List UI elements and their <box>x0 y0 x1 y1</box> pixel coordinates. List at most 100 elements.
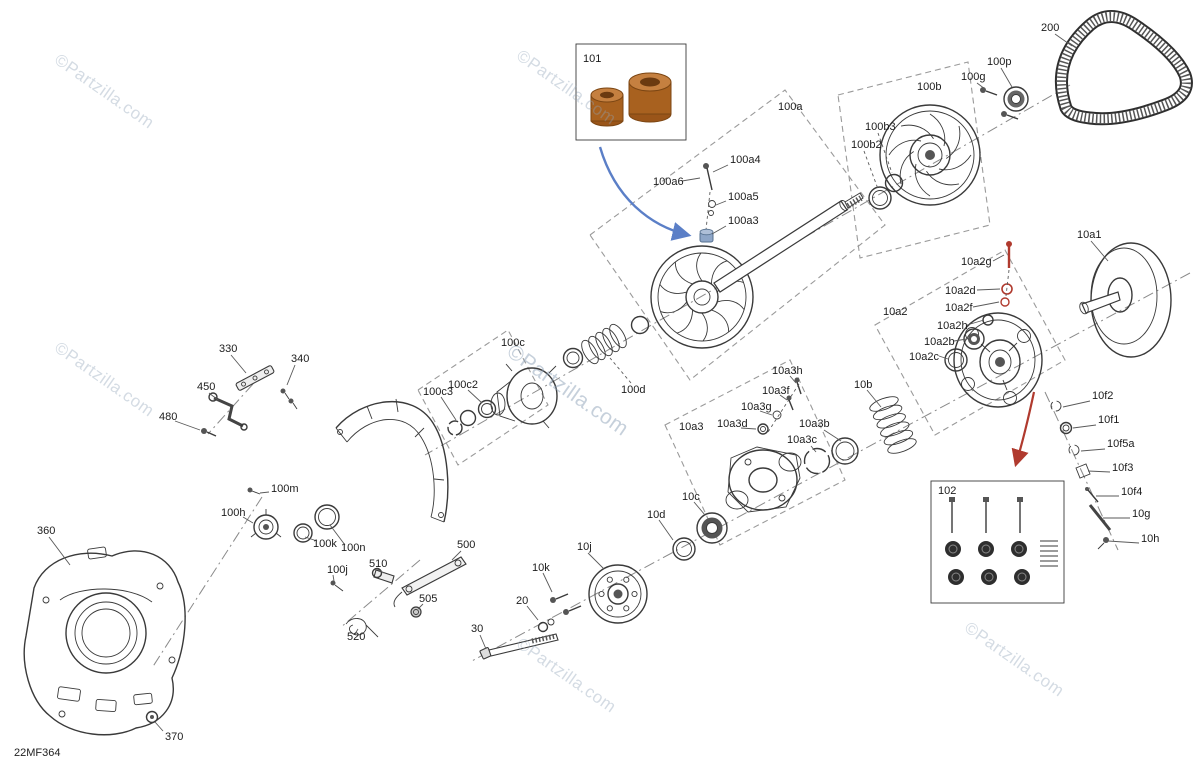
bolts-10k <box>550 593 582 615</box>
part-label-10h: 10h <box>1141 533 1159 545</box>
leader-line-10f5a <box>1080 448 1106 452</box>
part-label-10f1: 10f1 <box>1098 414 1119 426</box>
part-label-100b3: 100b3 <box>865 121 896 133</box>
leader-line-100p <box>1000 67 1013 88</box>
part-label-30: 30 <box>471 623 483 635</box>
part-label-505: 505 <box>419 593 437 605</box>
rings-100b2-100b3 <box>868 173 904 210</box>
part-label-10a3b: 10a3b <box>799 418 830 430</box>
kit-rollers <box>945 541 1030 585</box>
part-label-10a2g: 10a2g <box>961 256 992 268</box>
leader-line-100k <box>304 536 318 542</box>
nut-505 <box>410 606 422 618</box>
bearing-10c <box>696 512 728 544</box>
leader-line-505 <box>417 603 424 610</box>
part-label-101: 101 <box>583 53 601 65</box>
part-label-10a3h: 10a3h <box>772 365 803 377</box>
part-label-100a: 100a <box>778 101 803 113</box>
leader-line-10f2 <box>1062 400 1091 408</box>
part-label-10a3c: 10a3c <box>787 434 817 446</box>
part-label-10a3d: 10a3d <box>717 418 748 430</box>
leader-line-100a3 <box>711 225 727 235</box>
spring-10b <box>869 396 917 454</box>
part-label-500: 500 <box>457 539 475 551</box>
part-label-100h: 100h <box>221 507 245 519</box>
bolt-30 <box>479 633 559 660</box>
leader-line-450 <box>208 392 219 401</box>
leader-line-100n <box>329 524 346 546</box>
leader-line-10a3d <box>740 427 757 430</box>
roller-set <box>590 72 672 127</box>
secondary-fixed-sheave-10a1 <box>1079 242 1172 358</box>
leader-line-510 <box>376 568 385 574</box>
bolt-100j <box>330 580 344 592</box>
ring-100k <box>293 523 313 543</box>
part-label-450: 450 <box>197 381 215 393</box>
leader-line-330 <box>230 354 247 374</box>
leader-line-100c3 <box>440 396 457 421</box>
inset-box-101 <box>575 43 687 141</box>
leader-line-10a3b <box>823 429 842 442</box>
part-label-100a6: 100a6 <box>653 176 684 188</box>
stud-510 <box>371 567 395 584</box>
part-label-10a1: 10a1 <box>1077 229 1101 241</box>
kit-box-102 <box>930 480 1065 604</box>
bolt-480 <box>201 428 217 437</box>
washers-20 <box>537 618 555 633</box>
part-label-10j: 10j <box>577 541 592 553</box>
leader-line-30 <box>479 634 487 650</box>
part-label-10a2d: 10a2d <box>945 285 976 297</box>
rings-100c <box>447 399 497 436</box>
part-label-10f3: 10f3 <box>1112 462 1133 474</box>
leader-line-10a1 <box>1090 240 1109 262</box>
leader-line-100a4 <box>712 164 729 173</box>
springs-100d <box>562 315 650 369</box>
kit-shims <box>1040 540 1058 567</box>
fixed-sheave-100a <box>650 245 754 349</box>
leader-line-370 <box>154 721 164 732</box>
hardware-10a3 <box>757 377 802 435</box>
leader-line-200 <box>1054 33 1073 47</box>
part-label-200: 200 <box>1041 22 1059 34</box>
part-label-100a3: 100a3 <box>728 215 759 227</box>
part-label-20: 20 <box>516 595 528 607</box>
leader-line-10a3c <box>810 445 817 453</box>
group-boxes <box>417 61 1066 546</box>
guard-300 <box>335 398 449 523</box>
part-label-10a2b: 10a2b <box>924 336 955 348</box>
leader-line-100g <box>976 82 986 90</box>
leader-line-10a2d <box>976 288 1001 291</box>
hardware-10a2-red <box>1000 241 1013 307</box>
lever-500 <box>393 556 467 608</box>
leader-line-10a2f <box>972 301 1000 308</box>
part-label-10a3g: 10a3g <box>741 401 772 413</box>
leader-line-340 <box>286 364 296 386</box>
leader-line-10a3f <box>779 394 788 401</box>
leader-line-100j <box>332 574 335 582</box>
leader-line-10c <box>693 501 706 516</box>
leader-line-480 <box>174 420 201 431</box>
rings-10a3 <box>803 437 859 475</box>
governor-cup-100c <box>490 363 558 429</box>
part-label-10f2: 10f2 <box>1092 390 1113 402</box>
drive-belt <box>1054 10 1193 126</box>
part-label-10f5a: 10f5a <box>1107 438 1135 450</box>
bolts-340 <box>280 388 298 410</box>
leader-line-100h <box>242 516 254 524</box>
diagram-code: 22MF364 <box>14 747 61 759</box>
part-label-10k: 10k <box>532 562 550 574</box>
part-label-340: 340 <box>291 353 309 365</box>
fastener-cascade-10f <box>1050 400 1112 550</box>
clutch-shaft <box>713 192 864 293</box>
housing-360 <box>23 546 186 736</box>
leader-line-100m <box>259 491 270 494</box>
part-label-100k: 100k <box>313 538 337 550</box>
part-label-510: 510 <box>369 558 387 570</box>
clip-520 <box>345 618 379 638</box>
part-label-100a4: 100a4 <box>730 154 761 166</box>
leader-line-10j <box>587 552 605 570</box>
leader-line-360 <box>48 536 71 566</box>
red-callout-arrow <box>1011 391 1036 468</box>
part-label-100b: 100b <box>917 81 941 93</box>
